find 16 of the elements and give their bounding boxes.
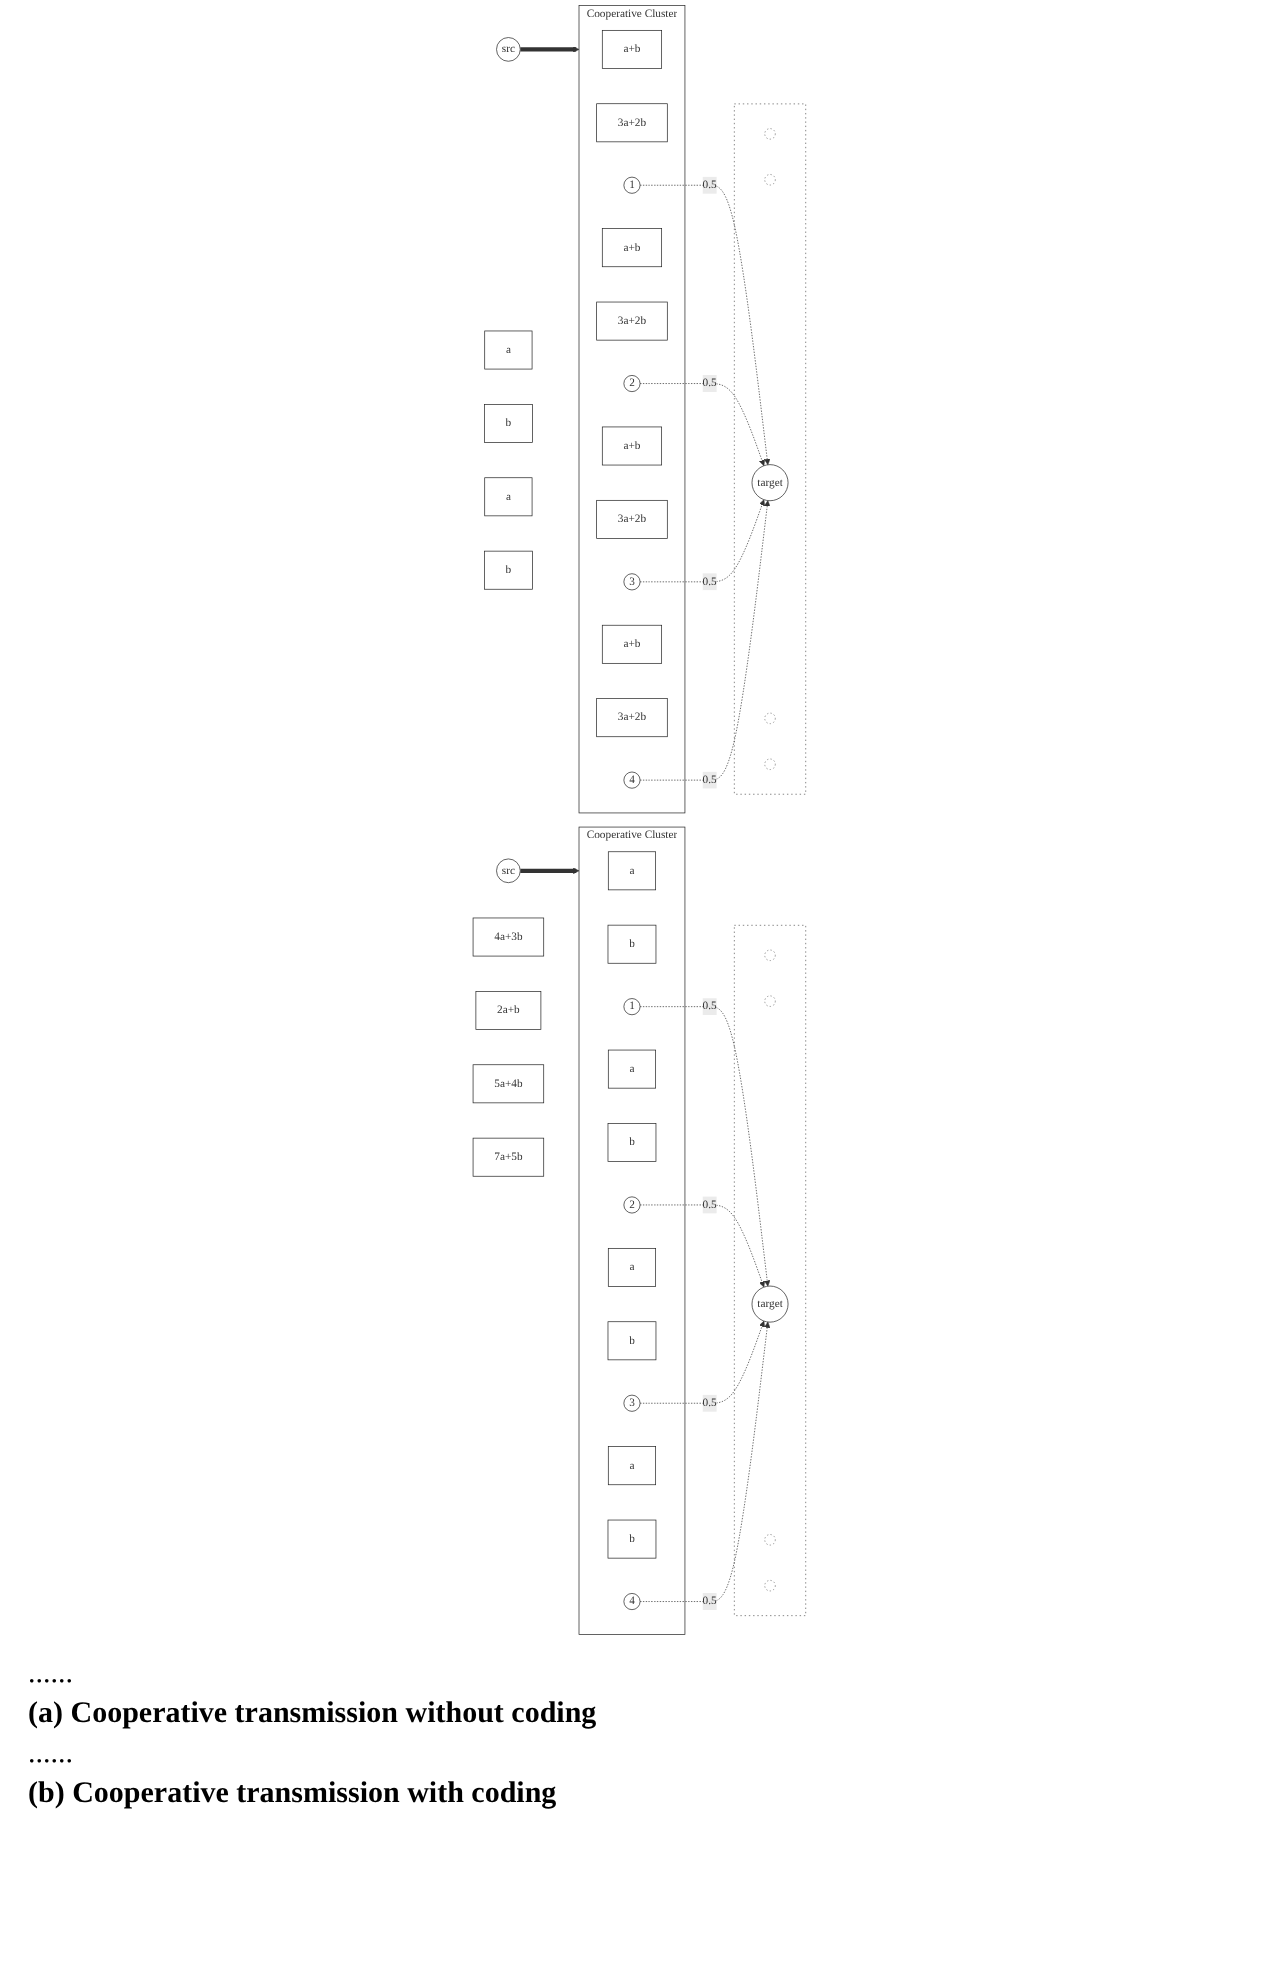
node-circle	[763, 1534, 776, 1546]
node-circle	[763, 712, 776, 725]
node-circle	[763, 995, 776, 1007]
cluster	[733, 924, 806, 1616]
node-circle	[763, 758, 776, 770]
node-circle	[763, 174, 776, 186]
cluster	[733, 103, 806, 795]
node-circle	[763, 949, 776, 961]
arrow	[519, 46, 579, 53]
ellipsis-mark: ......	[28, 1658, 75, 1692]
arrow	[519, 867, 579, 874]
node-circle	[763, 1580, 776, 1592]
node-circle	[763, 128, 776, 140]
ellipsis-mark: ......	[28, 1738, 75, 1772]
caption: (a) Cooperative transmission without coding	[28, 1698, 599, 1732]
caption: (b) Cooperative transmission with coding	[28, 1778, 559, 1812]
